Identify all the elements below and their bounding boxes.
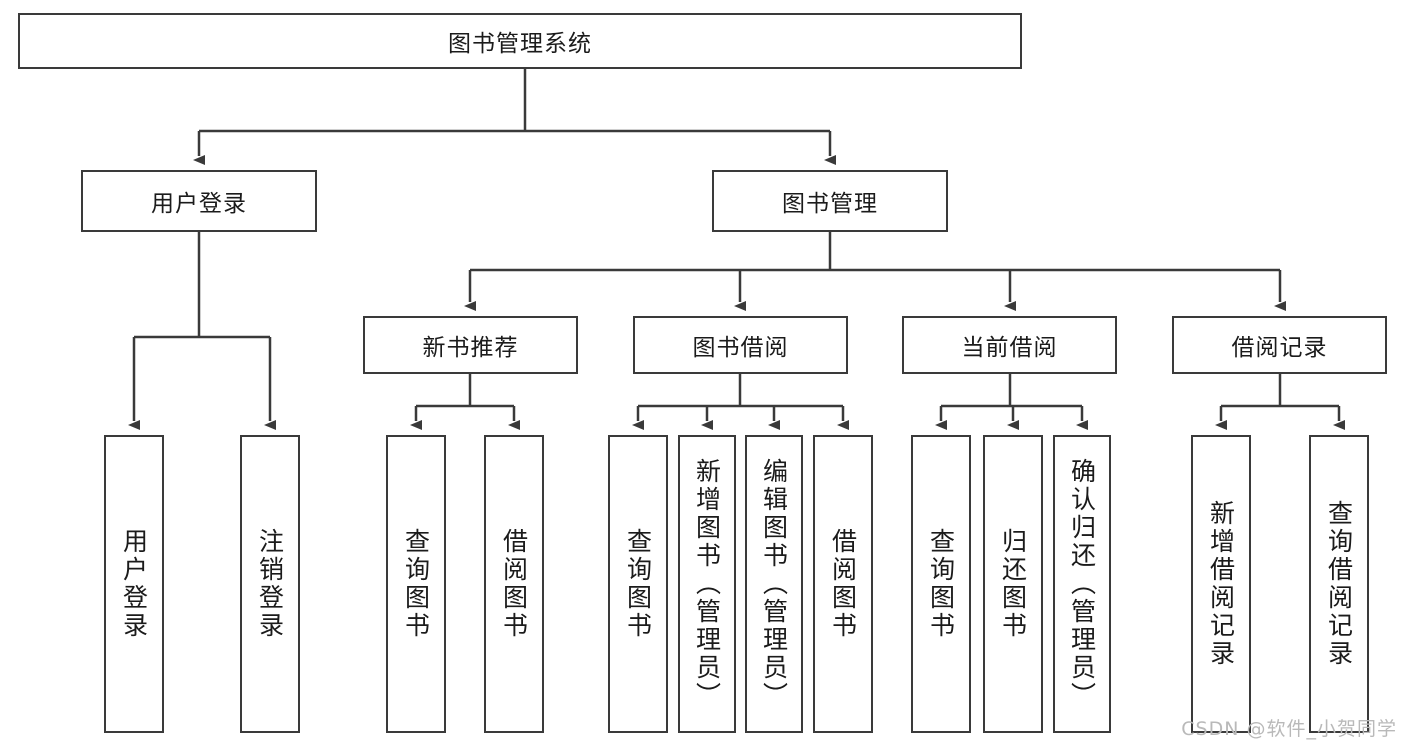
node-label: 当前借阅	[961, 335, 1058, 361]
node-label: 查询借阅记录	[1324, 500, 1354, 668]
node-label: 借阅记录	[1231, 335, 1328, 361]
node-leaf-query-book-1[interactable]: 查询图书	[386, 435, 446, 733]
node-book-management[interactable]: 图书管理	[712, 170, 948, 232]
node-label: 图书管理	[782, 191, 878, 217]
node-label: 图书管理系统	[448, 31, 592, 57]
node-borrow-records[interactable]: 借阅记录	[1172, 316, 1387, 374]
node-label: 确认归还（管理员）	[1067, 458, 1097, 710]
node-book-borrow[interactable]: 图书借阅	[633, 316, 848, 374]
node-leaf-query-borrow-record[interactable]: 查询借阅记录	[1309, 435, 1369, 733]
node-new-book-recommend[interactable]: 新书推荐	[363, 316, 578, 374]
node-leaf-user-login[interactable]: 用户登录	[104, 435, 164, 733]
node-leaf-borrow-book-2[interactable]: 借阅图书	[813, 435, 873, 733]
node-label: 归还图书	[998, 528, 1028, 640]
node-leaf-return-book[interactable]: 归还图书	[983, 435, 1043, 733]
node-label: 查询图书	[623, 528, 653, 640]
node-label: 注销登录	[255, 528, 285, 640]
node-leaf-borrow-book-1[interactable]: 借阅图书	[484, 435, 544, 733]
node-leaf-add-borrow-record[interactable]: 新增借阅记录	[1191, 435, 1251, 733]
node-label: 用户登录	[119, 528, 149, 640]
node-label: 编辑图书（管理员）	[759, 458, 789, 710]
node-user-login[interactable]: 用户登录	[81, 170, 317, 232]
node-label: 用户登录	[151, 191, 247, 217]
node-root-book-management-system[interactable]: 图书管理系统	[18, 13, 1022, 69]
node-label: 新增借阅记录	[1206, 500, 1236, 668]
node-label: 图书借阅	[692, 335, 789, 361]
watermark: CSDN @软件_小贺同学	[1181, 718, 1397, 740]
node-label: 查询图书	[926, 528, 956, 640]
node-leaf-add-book[interactable]: 新增图书（管理员）	[678, 435, 736, 733]
node-leaf-edit-book[interactable]: 编辑图书（管理员）	[745, 435, 803, 733]
node-label: 查询图书	[401, 528, 431, 640]
node-label: 借阅图书	[828, 528, 858, 640]
node-current-borrow[interactable]: 当前借阅	[902, 316, 1117, 374]
node-leaf-query-book-3[interactable]: 查询图书	[911, 435, 971, 733]
node-leaf-logout-login[interactable]: 注销登录	[240, 435, 300, 733]
node-label: 新增图书（管理员）	[692, 458, 722, 710]
node-label: 借阅图书	[499, 528, 529, 640]
node-leaf-query-book-2[interactable]: 查询图书	[608, 435, 668, 733]
node-label: 新书推荐	[422, 335, 519, 361]
node-leaf-confirm-return[interactable]: 确认归还（管理员）	[1053, 435, 1111, 733]
